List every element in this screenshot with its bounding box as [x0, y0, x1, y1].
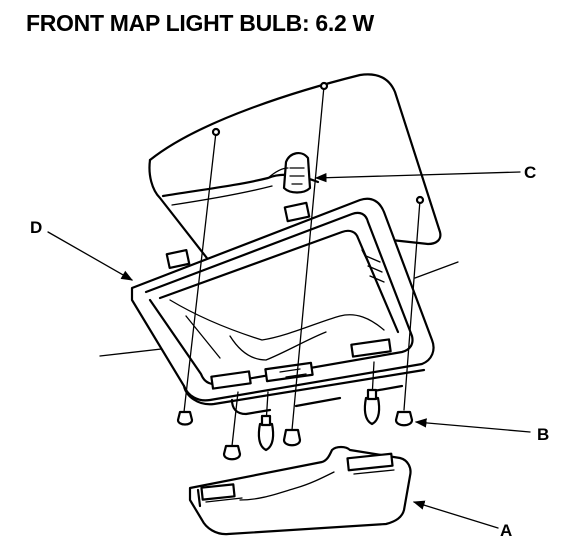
callout-c: C	[524, 163, 536, 182]
callout-b: B	[537, 425, 549, 444]
callout-d: D	[30, 218, 42, 237]
lens-cover	[188, 445, 412, 536]
mounting-screws	[176, 81, 425, 461]
callout-a: A	[500, 521, 512, 540]
leader-lines	[47, 171, 531, 529]
center-line	[99, 261, 459, 357]
map-light-housing	[130, 197, 435, 416]
housing-tabs	[165, 201, 311, 270]
map-light-bulbs	[257, 361, 381, 452]
bulb-connector	[267, 152, 312, 194]
page-title: FRONT MAP LIGHT BULB: 6.2 W	[26, 10, 374, 36]
